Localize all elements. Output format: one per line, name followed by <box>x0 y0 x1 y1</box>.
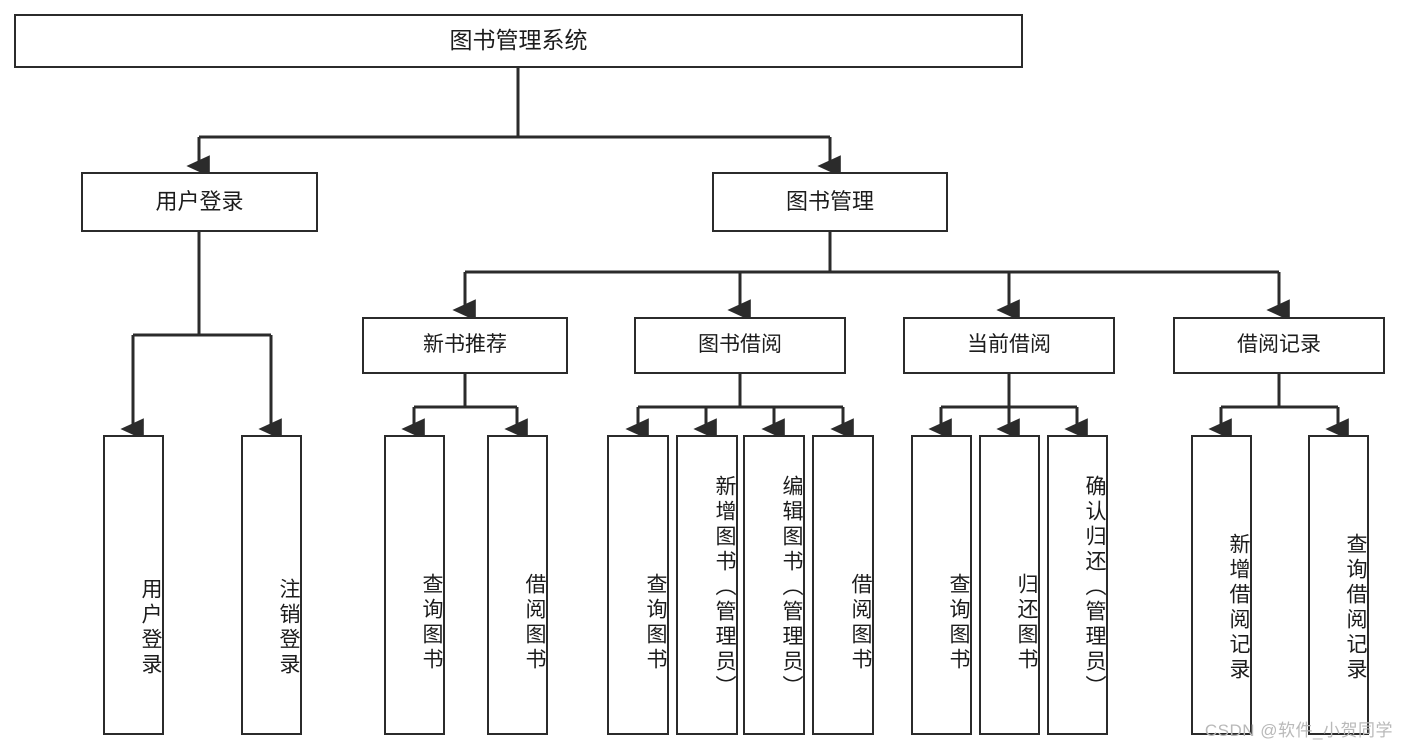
node-leaf-confirm-return[interactable]: 确认归还（管理员） <box>1047 435 1108 735</box>
node-new-book-recommend[interactable]: 新书推荐 <box>362 317 568 374</box>
node-leaf-edit-book[interactable]: 编辑图书（管理员） <box>743 435 805 735</box>
node-leaf-return-book-label: 归还图书 <box>1015 572 1038 673</box>
node-leaf-add-record-label: 新增借阅记录 <box>1227 532 1250 683</box>
node-leaf-user-logout[interactable]: 注销登录 <box>241 435 302 735</box>
node-leaf-query-book-3-label: 查询图书 <box>947 572 970 673</box>
node-borrow-record-label: 借阅记录 <box>1237 333 1321 357</box>
node-leaf-query-record-label: 查询借阅记录 <box>1344 532 1367 683</box>
node-leaf-borrow-book-2-label: 借阅图书 <box>849 572 872 673</box>
node-leaf-borrow-book-2[interactable]: 借阅图书 <box>812 435 874 735</box>
node-leaf-user-login[interactable]: 用户登录 <box>103 435 164 735</box>
node-leaf-return-book[interactable]: 归还图书 <box>979 435 1040 735</box>
node-leaf-borrow-book-1[interactable]: 借阅图书 <box>487 435 548 735</box>
node-root[interactable]: 图书管理系统 <box>14 14 1023 68</box>
node-leaf-borrow-book-1-label: 借阅图书 <box>523 572 546 673</box>
node-leaf-confirm-return-label: 确认归还（管理员） <box>1083 474 1106 700</box>
node-current-borrow[interactable]: 当前借阅 <box>903 317 1115 374</box>
node-borrow-record[interactable]: 借阅记录 <box>1173 317 1385 374</box>
node-book-borrow-label: 图书借阅 <box>698 333 782 357</box>
node-leaf-query-book-1[interactable]: 查询图书 <box>384 435 445 735</box>
node-leaf-query-book-1-label: 查询图书 <box>420 572 443 673</box>
node-book-manage[interactable]: 图书管理 <box>712 172 948 232</box>
node-book-borrow[interactable]: 图书借阅 <box>634 317 846 374</box>
node-leaf-query-record[interactable]: 查询借阅记录 <box>1308 435 1369 735</box>
csdn-watermark: CSDN @软件_小贺同学 <box>1204 721 1393 740</box>
node-leaf-user-login-label: 用户登录 <box>139 577 162 678</box>
node-leaf-query-book-3[interactable]: 查询图书 <box>911 435 972 735</box>
node-leaf-add-book-label: 新增图书（管理员） <box>713 474 736 700</box>
node-user-login[interactable]: 用户登录 <box>81 172 318 232</box>
node-leaf-query-book-2-label: 查询图书 <box>644 572 667 673</box>
node-current-borrow-label: 当前借阅 <box>967 333 1051 357</box>
node-book-manage-label: 图书管理 <box>785 189 874 215</box>
node-user-login-label: 用户登录 <box>155 189 244 215</box>
node-leaf-query-book-2[interactable]: 查询图书 <box>607 435 669 735</box>
node-root-label: 图书管理系统 <box>449 27 588 54</box>
node-new-book-recommend-label: 新书推荐 <box>423 333 507 357</box>
node-leaf-edit-book-label: 编辑图书（管理员） <box>780 474 803 700</box>
node-leaf-add-book[interactable]: 新增图书（管理员） <box>676 435 738 735</box>
node-leaf-add-record[interactable]: 新增借阅记录 <box>1191 435 1252 735</box>
node-leaf-user-logout-label: 注销登录 <box>277 577 300 678</box>
